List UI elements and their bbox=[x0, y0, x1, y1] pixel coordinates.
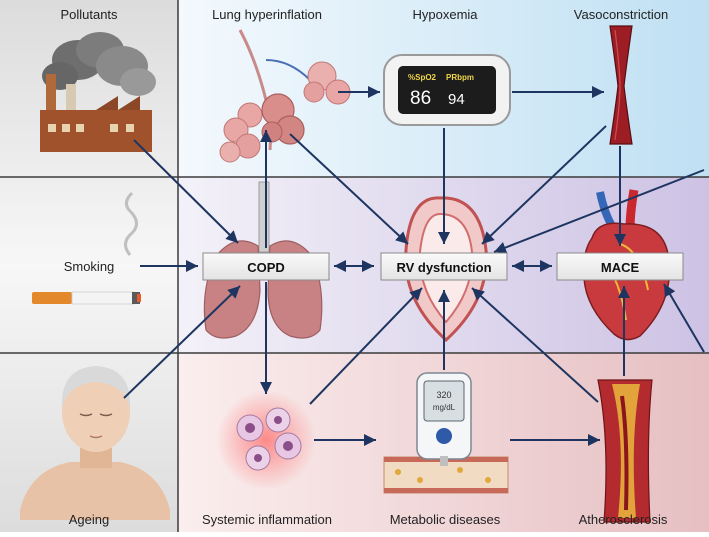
oximeter-pr-value: 94 bbox=[448, 91, 465, 108]
oximeter-pr-label: PRbpm bbox=[446, 73, 474, 82]
factory-icon bbox=[40, 32, 156, 152]
label-atherosclerosis: Atherosclerosis bbox=[579, 512, 668, 527]
label-metabolic-diseases: Metabolic diseases bbox=[390, 512, 501, 527]
label-vasoconstriction: Vasoconstriction bbox=[574, 7, 668, 22]
arrow-vasoconstriction-to-rv bbox=[481, 125, 607, 245]
copd-box-label: COPD bbox=[247, 260, 285, 275]
heart-icon bbox=[582, 189, 671, 341]
arrow-ageing-to-copd bbox=[123, 285, 241, 399]
arrow-lung-hyperinflation-to-rv bbox=[289, 133, 409, 245]
elderly-person-icon bbox=[20, 366, 170, 520]
copd-box: COPD bbox=[202, 252, 330, 281]
arrow-inflammation-to-mace bbox=[663, 283, 705, 353]
label-systemic-inflammation: Systemic inflammation bbox=[202, 512, 332, 527]
mace-box: MACE bbox=[556, 252, 684, 281]
inflammation-cells-icon bbox=[216, 390, 316, 490]
vessel-constriction-icon bbox=[609, 25, 633, 145]
atherosclerosis-icon bbox=[597, 379, 653, 523]
arrows-layer bbox=[123, 86, 705, 446]
alveoli-icon bbox=[219, 29, 351, 163]
pulse-oximeter-icon: %SpO2 PRbpm 86 94 bbox=[383, 54, 511, 126]
label-ageing: Ageing bbox=[69, 512, 109, 527]
oximeter-spo2-value: 86 bbox=[410, 88, 431, 109]
arrow-pollutants-to-copd bbox=[133, 139, 239, 244]
arrow-mace-to-rv-from-top bbox=[493, 169, 705, 254]
glucometer-icon: 320 mg/dL bbox=[383, 372, 509, 494]
label-hypoxemia: Hypoxemia bbox=[412, 7, 478, 22]
rv-dysfunction-box: RV dysfunction bbox=[380, 252, 508, 281]
glucometer-value: 320 bbox=[436, 390, 451, 400]
mace-box-label: MACE bbox=[601, 260, 640, 275]
cigarette-icon bbox=[32, 191, 141, 305]
oximeter-spo2-label: %SpO2 bbox=[408, 73, 437, 82]
arrow-atherosclerosis-to-rv bbox=[471, 287, 599, 403]
label-pollutants: Pollutants bbox=[60, 7, 118, 22]
rv-dysfunction-box-label: RV dysfunction bbox=[396, 260, 491, 275]
arrow-systemic-inflammation-to-rv bbox=[309, 287, 423, 405]
glucometer-unit: mg/dL bbox=[433, 403, 456, 412]
label-lung-hyperinflation: Lung hyperinflation bbox=[212, 7, 322, 22]
label-smoking: Smoking bbox=[64, 259, 115, 274]
